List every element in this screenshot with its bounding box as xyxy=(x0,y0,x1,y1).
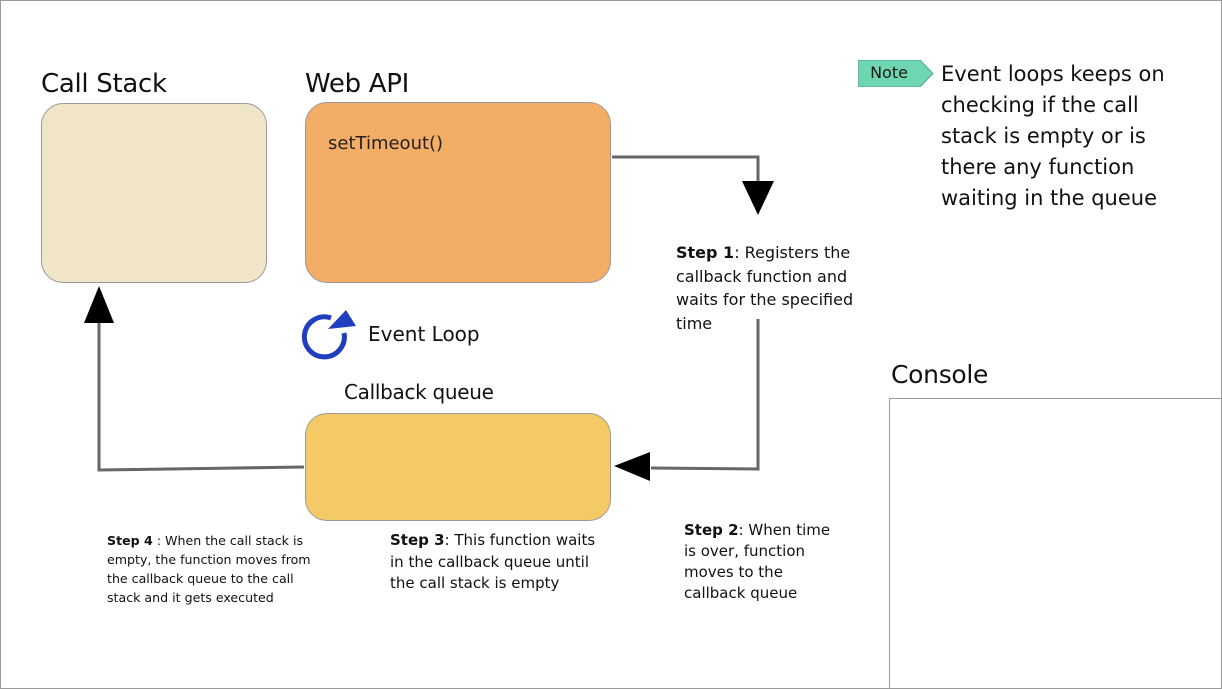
queue-to-stack-connector xyxy=(97,319,305,472)
step2-description: : When time is over, function moves to t… xyxy=(684,521,831,602)
callback-queue-title: Callback queue xyxy=(344,380,494,404)
settimeout-label: setTimeout() xyxy=(328,133,444,154)
webapi-to-queue-connector xyxy=(612,155,760,188)
step1-arrowhead xyxy=(742,181,774,215)
step4-label: Step 4 xyxy=(107,533,153,548)
event-loop-label: Event Loop xyxy=(368,322,480,346)
step3-description: : This function waits in the callback qu… xyxy=(390,531,596,592)
web-api-title: Web API xyxy=(305,69,409,99)
circular-arrow-icon xyxy=(301,310,356,360)
step2-text: Step 2: When time is over, function move… xyxy=(684,520,834,604)
step2-label: Step 2 xyxy=(684,521,739,539)
call-stack-box xyxy=(41,103,267,283)
step1-text: Step 1: Registers the callback function … xyxy=(676,241,856,335)
step1-label: Step 1 xyxy=(676,243,735,262)
web-api-box: setTimeout() xyxy=(305,102,611,283)
console-panel xyxy=(889,398,1221,688)
note-text: Event loops keeps on checking if the cal… xyxy=(941,62,1165,210)
step3-label: Step 3 xyxy=(390,531,445,549)
call-stack-arrowhead xyxy=(84,286,114,323)
step1-to-queue-connector xyxy=(650,319,760,471)
step4-text: Step 4 : When the call stack is empty, t… xyxy=(107,531,329,607)
queue-arrowhead xyxy=(614,452,650,481)
call-stack-title: Call Stack xyxy=(41,69,167,99)
step3-text: Step 3: This function waits in the callb… xyxy=(390,530,605,595)
note-tag-label: Note xyxy=(870,63,908,82)
step1-description: : Registers the callback function and wa… xyxy=(676,243,854,333)
note-tag: Note xyxy=(858,60,934,87)
console-title: Console xyxy=(891,360,989,389)
note-tag-shape xyxy=(858,60,934,87)
callback-queue-box xyxy=(305,413,611,521)
step4-description: : When the call stack is empty, the func… xyxy=(107,533,311,605)
